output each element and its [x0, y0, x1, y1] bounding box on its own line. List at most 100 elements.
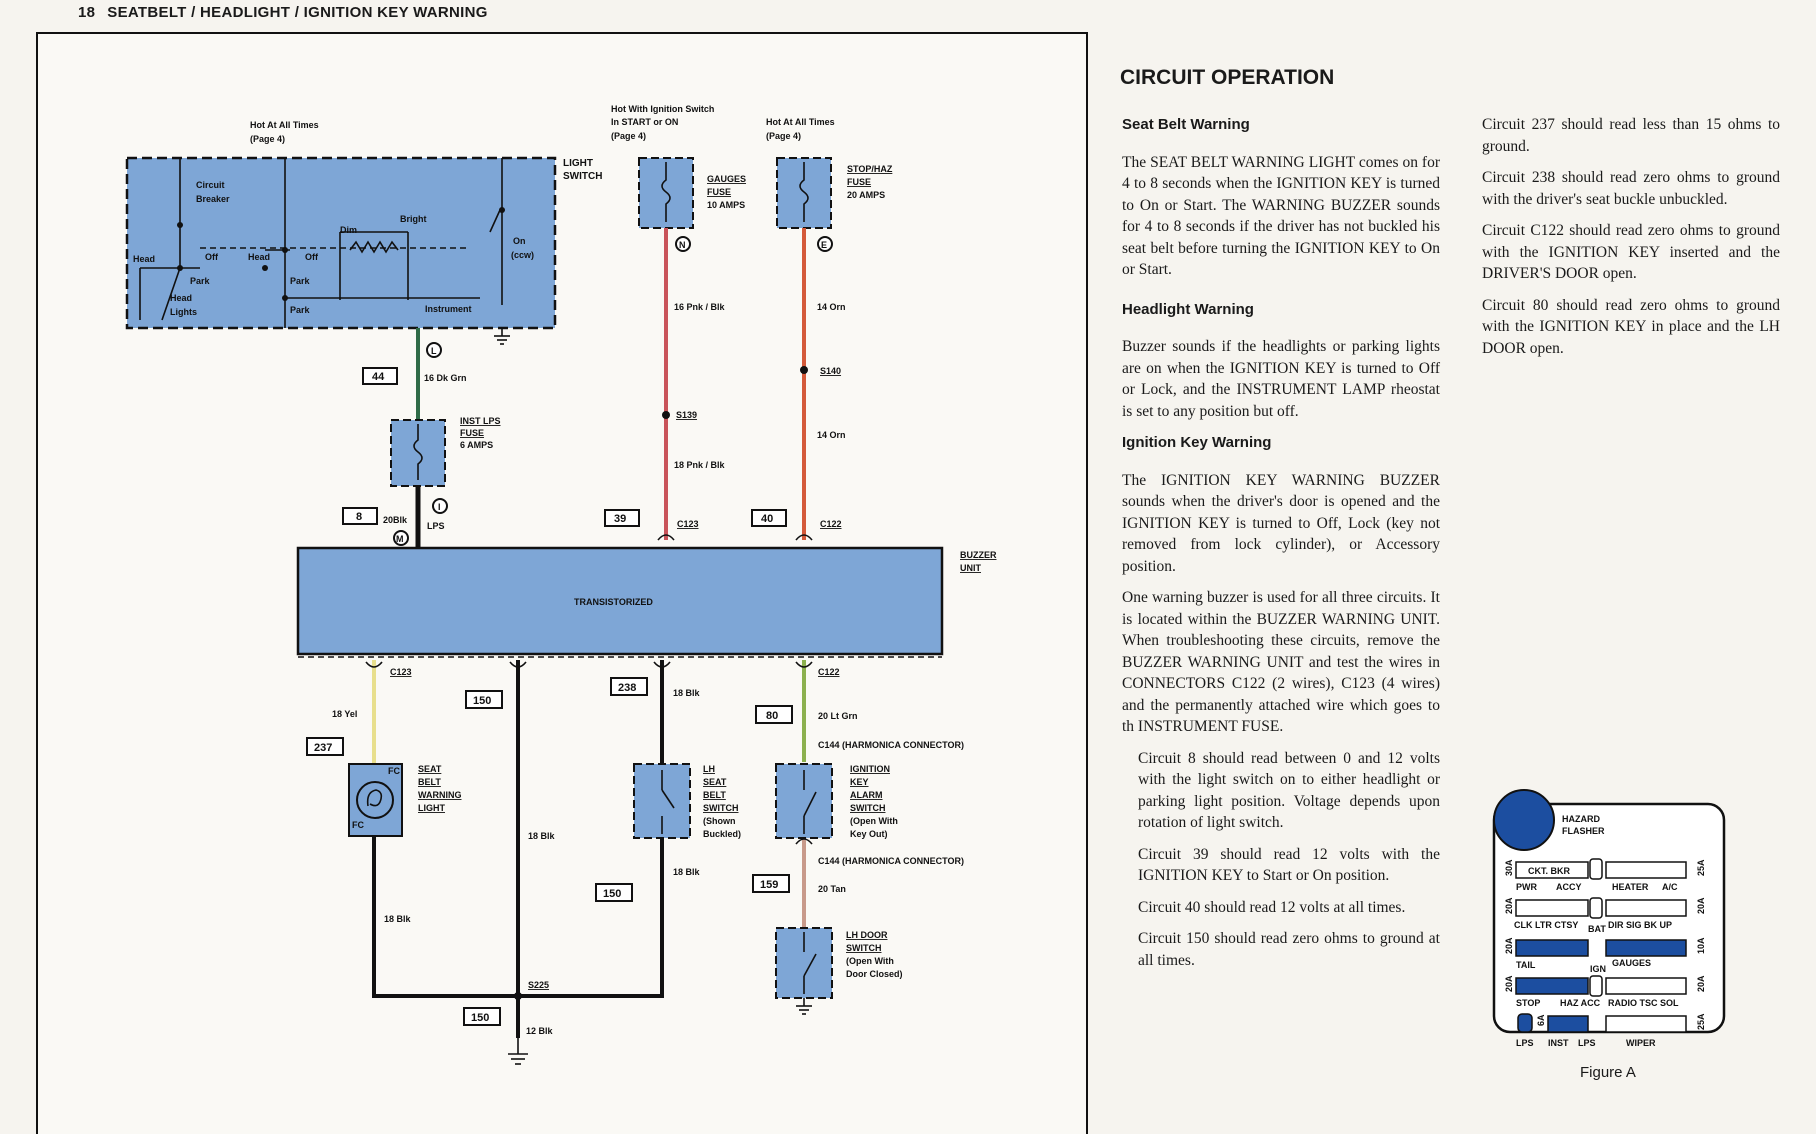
ls-park-3: Park [290, 305, 311, 315]
ls-instrument: Instrument [425, 304, 472, 314]
circuit-238: 238 [610, 677, 648, 696]
fb-hazacc: HAZ ACC [1560, 998, 1601, 1008]
gauges-fuse-l3: 10 AMPS [707, 200, 745, 210]
label-s140: S140 [820, 366, 841, 376]
fb-30a: 30A [1504, 859, 1514, 876]
fb-6a: 6A [1536, 1014, 1546, 1026]
label-18-yel: 18 Yel [332, 709, 357, 719]
fb-20a-5: 20A [1696, 975, 1706, 992]
fb-20a-2: 20A [1696, 897, 1706, 914]
fb-ign: IGN [1590, 964, 1606, 974]
label-12-blk: 12 Blk [526, 1026, 554, 1036]
svg-text:237: 237 [314, 742, 332, 754]
fb-wiper: WIPER [1626, 1038, 1656, 1048]
circuit-237-paragraph: Circuit 237 should read less than 15 ohm… [1482, 116, 1780, 155]
label-18-blk-3: 18 Blk [673, 867, 701, 877]
lh-seat-l2: SEAT [703, 777, 727, 787]
label-c144-top: C144 (HARMONICA CONNECTOR) [818, 740, 964, 750]
inst-fuse-l2: FUSE [460, 428, 484, 438]
buzzer-unit-l1: BUZZER [960, 550, 997, 560]
svg-text:E: E [821, 240, 827, 250]
ign-key-l1: IGNITION [850, 764, 890, 774]
page-number: 18 [78, 4, 96, 21]
label-18-blk-4: 18 Blk [384, 914, 412, 924]
seatbelt-fc-1: FC [388, 766, 400, 776]
label-16-dk-grn: 16 Dk Grn [424, 373, 467, 383]
fb-lps: LPS [1516, 1038, 1534, 1048]
label-c122-bottom: C122 [818, 667, 840, 677]
ls-dim: Dim [340, 225, 357, 235]
seatbelt-label-1: SEAT [418, 764, 442, 774]
stop-fuse-l3: 20 AMPS [847, 190, 885, 200]
ign-key-l2: KEY [850, 777, 869, 787]
label-20-tan: 20 Tan [818, 884, 846, 894]
inst-fuse-l3: 6 AMPS [460, 440, 493, 450]
label-c144-bottom: C144 (HARMONICA CONNECTOR) [818, 856, 964, 866]
connector-E: E [817, 236, 833, 252]
note-hot-all-times-left: Hot At All Times [250, 120, 319, 130]
circuit-150-c: 150 [463, 1007, 501, 1026]
figure-a-caption: Figure A [1580, 1064, 1636, 1081]
connector-I: I [432, 498, 448, 514]
circuit-40-paragraph: Circuit 40 should read 12 volts at all t… [1138, 898, 1406, 916]
label-18-blk-2: 18 Blk [528, 831, 556, 841]
one-buzzer-paragraph: One warning buzzer is used for all three… [1122, 589, 1440, 735]
circuit-8: 8 [342, 507, 378, 525]
fb-lps2: LPS [1578, 1038, 1596, 1048]
gauges-fuse-l1: GAUGES [707, 174, 746, 184]
svg-text:L: L [431, 346, 437, 356]
fb-25a: 25A [1696, 859, 1706, 876]
svg-text:150: 150 [471, 1012, 489, 1024]
fb-gauges: GAUGES [1612, 958, 1651, 968]
note-page4-left: (Page 4) [250, 134, 285, 144]
ls-off-2: Off [305, 252, 319, 262]
svg-text:39: 39 [614, 513, 626, 525]
lh-door-l2: SWITCH [846, 943, 882, 953]
label-s225: S225 [528, 980, 549, 990]
seatbelt-fc-2: FC [352, 820, 364, 830]
label-18-pnk-blk: 18 Pnk / Blk [674, 460, 726, 470]
svg-text:150: 150 [473, 695, 491, 707]
fb-dirsig: DIR SIG BK UP [1608, 920, 1672, 930]
seat-belt-heading: Seat Belt Warning [1122, 116, 1250, 133]
label-c123-top: C123 [677, 519, 699, 529]
fb-heater: HEATER [1612, 882, 1649, 892]
circuit-8-paragraph: Circuit 8 should read between 0 and 12 v… [1138, 749, 1440, 832]
svg-text:238: 238 [618, 682, 636, 694]
ls-breaker: Breaker [196, 194, 230, 204]
svg-text:44: 44 [372, 371, 385, 383]
seat-belt-paragraph: The SEAT BELT WARNING LIGHT comes on for… [1122, 153, 1440, 279]
hazard-flasher [1493, 789, 1555, 851]
lh-seat-l4: SWITCH [703, 803, 739, 813]
wiring-diagram: Hot At All Times (Page 4) LIGHT SWITCH C… [125, 104, 997, 1065]
fb-20a-1: 20A [1504, 897, 1514, 914]
fb-ckt-bkr: CKT. BKR [1528, 866, 1570, 876]
circuit-c122-paragraph: Circuit C122 should read zero ohms to gr… [1482, 222, 1780, 282]
note-hot-ign-2: In START or ON [611, 117, 678, 127]
circuit-238-paragraph: Circuit 238 should read zero ohms to gro… [1482, 169, 1780, 208]
lh-door-l4: Door Closed) [846, 969, 903, 979]
label-20-lt-grn: 20 Lt Grn [818, 711, 858, 721]
fb-20a-4: 20A [1504, 975, 1514, 992]
circuit-39: 39 [604, 509, 640, 527]
inst-fuse-l1: INST LPS [460, 416, 501, 426]
svg-text:I: I [438, 502, 441, 512]
label-14-orn-2: 14 Orn [817, 430, 846, 440]
fb-25a-2: 25A [1696, 1013, 1706, 1030]
fb-stop: STOP [1516, 998, 1540, 1008]
circuit-159: 159 [752, 874, 790, 893]
circuit-44: 44 [362, 367, 398, 385]
label-14-orn-1: 14 Orn [817, 302, 846, 312]
fb-clk: CLK LTR CTSY [1514, 920, 1578, 930]
buzzer-transistorized: TRANSISTORIZED [574, 597, 653, 607]
text-column-right: Circuit 237 should read less than 15 ohm… [1482, 114, 1780, 369]
label-18-blk-1: 18 Blk [673, 688, 701, 698]
label-20-blk: 20Blk [383, 515, 408, 525]
gauges-fuse-l2: FUSE [707, 187, 731, 197]
note-hot-all-times-right: Hot At All Times [766, 117, 835, 127]
fb-10a: 10A [1696, 937, 1706, 954]
ls-park-2: Park [290, 276, 311, 286]
svg-text:8: 8 [356, 511, 362, 523]
circuit-80-paragraph: Circuit 80 should read zero ohms to grou… [1482, 296, 1780, 357]
